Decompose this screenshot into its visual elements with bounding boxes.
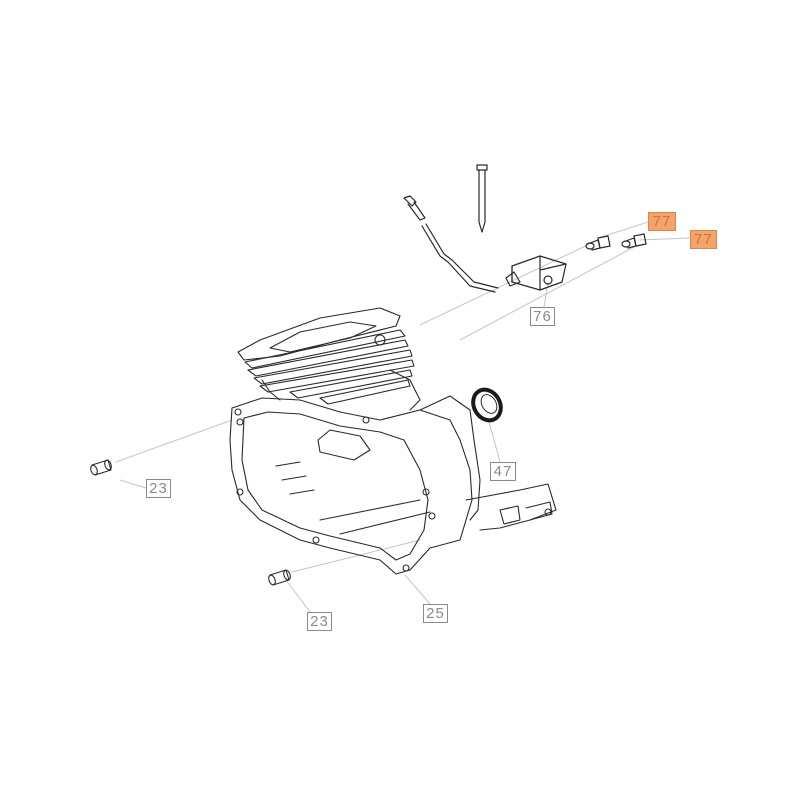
dowel-pins-part xyxy=(90,459,291,586)
pin-part xyxy=(476,164,488,233)
cylinder-part xyxy=(237,307,421,411)
fittings-part xyxy=(585,233,647,251)
part-label-77-b[interactable]: 77 xyxy=(690,230,717,249)
part-label-77-a[interactable]: 77 xyxy=(648,212,676,231)
leader-lines xyxy=(115,221,691,613)
ignition-coil-part xyxy=(403,195,567,293)
part-label-23-a[interactable]: 23 xyxy=(146,479,171,498)
oil-seal-part xyxy=(471,387,503,423)
crankcase-part xyxy=(229,395,557,575)
part-label-47[interactable]: 47 xyxy=(490,462,516,481)
part-label-76[interactable]: 76 xyxy=(530,307,555,326)
part-label-23-b[interactable]: 23 xyxy=(307,612,332,631)
part-label-25[interactable]: 25 xyxy=(423,604,448,623)
